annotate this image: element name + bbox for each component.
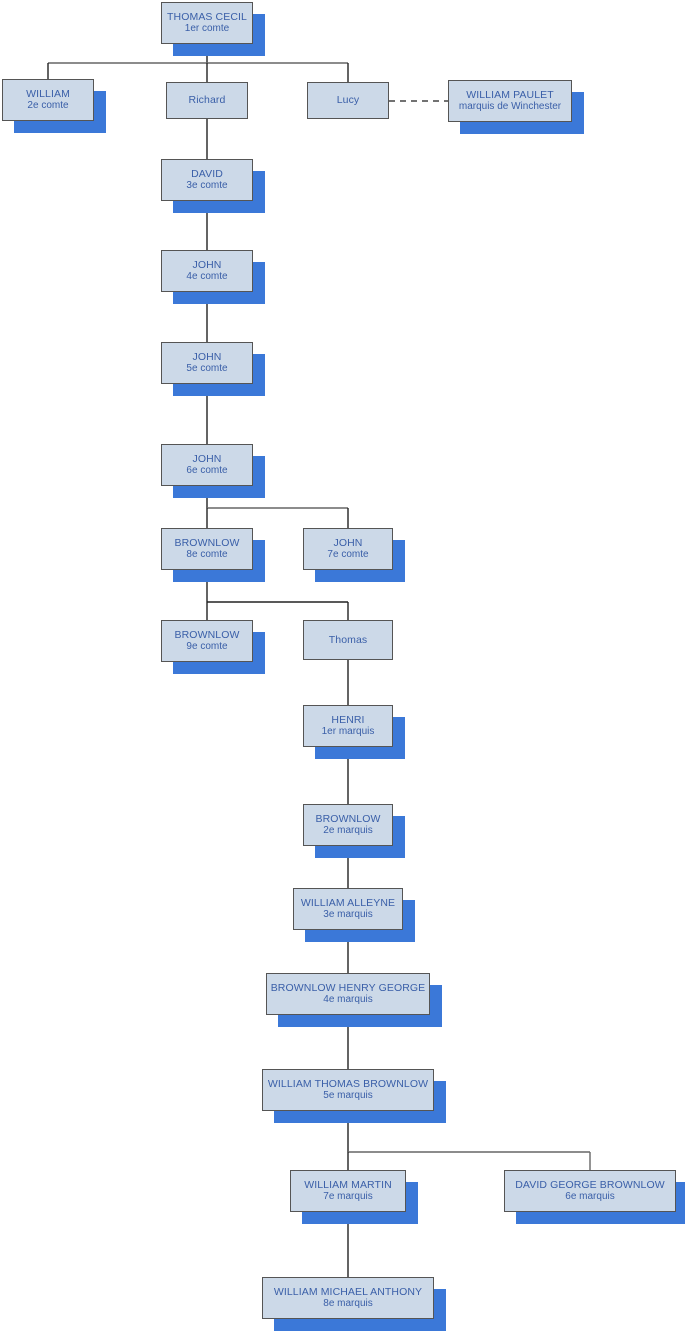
person-name: Thomas bbox=[328, 633, 368, 646]
person-title: 7e comte bbox=[327, 549, 369, 561]
person-name: JOHN bbox=[333, 536, 363, 549]
person-name: WILLIAM THOMAS BROWNLOW bbox=[267, 1077, 429, 1090]
person-name: THOMAS CECIL bbox=[167, 10, 247, 23]
person-name: BROWNLOW bbox=[315, 812, 381, 825]
person-title: marquis de Winchester bbox=[458, 101, 562, 113]
person-node-thomas[interactable]: Thomas bbox=[303, 620, 393, 660]
person-name: Lucy bbox=[336, 94, 360, 107]
person-node-richard[interactable]: Richard bbox=[166, 82, 248, 119]
person-title: 5e marquis bbox=[323, 1090, 373, 1102]
person-name: JOHN bbox=[192, 452, 222, 465]
person-title: 3e marquis bbox=[323, 909, 373, 921]
person-name: WILLIAM MARTIN bbox=[304, 1178, 392, 1191]
person-title: 1er marquis bbox=[321, 726, 375, 738]
person-title: 7e marquis bbox=[323, 1191, 373, 1203]
person-title: 2e comte bbox=[27, 100, 69, 112]
person-title: 8e marquis bbox=[323, 1298, 373, 1310]
person-name: BROWNLOW bbox=[174, 536, 240, 549]
person-title: 5e comte bbox=[186, 363, 228, 375]
person-name: DAVID GEORGE BROWNLOW bbox=[515, 1178, 665, 1191]
person-name: JOHN bbox=[192, 258, 222, 271]
person-title: 9e comte bbox=[186, 641, 228, 653]
person-name: DAVID bbox=[191, 167, 223, 180]
person-title: 8e comte bbox=[186, 549, 228, 561]
person-name: BROWNLOW HENRY GEORGE bbox=[270, 981, 426, 994]
person-name: WILLIAM MICHAEL ANTHONY bbox=[273, 1285, 423, 1298]
person-name: WILLIAM PAULET bbox=[466, 88, 554, 101]
person-title: 6e marquis bbox=[565, 1191, 615, 1203]
person-name: BROWNLOW bbox=[174, 628, 240, 641]
person-title: 3e comte bbox=[186, 180, 228, 192]
person-title: 6e comte bbox=[186, 465, 228, 477]
person-title: 4e comte bbox=[186, 271, 228, 283]
person-title: 2e marquis bbox=[323, 825, 373, 837]
person-title: 1er comte bbox=[184, 23, 230, 35]
person-name: HENRI bbox=[331, 713, 365, 726]
person-name: JOHN bbox=[192, 350, 222, 363]
person-name: WILLIAM bbox=[26, 87, 70, 100]
person-title: 4e marquis bbox=[323, 994, 373, 1006]
person-node-lucy[interactable]: Lucy bbox=[307, 82, 389, 119]
person-name: Richard bbox=[188, 94, 226, 107]
person-name: WILLIAM ALLEYNE bbox=[300, 896, 396, 909]
